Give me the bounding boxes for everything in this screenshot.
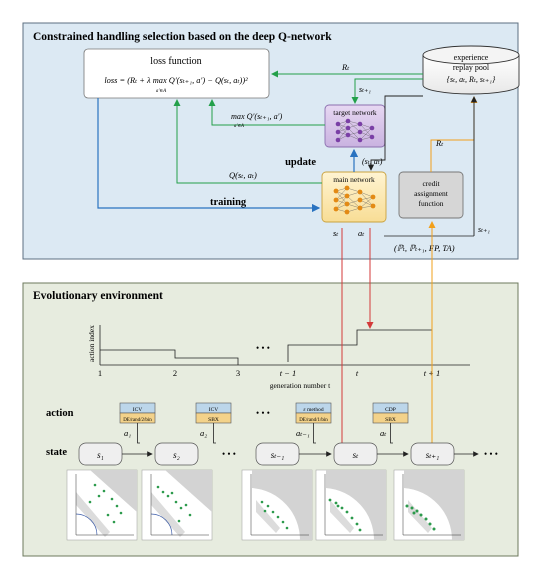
row-label-action: action xyxy=(46,408,74,419)
label-max-q-sub: a′∈A xyxy=(234,124,244,129)
label-update: update xyxy=(285,157,316,168)
state-2-label: s₂ xyxy=(173,450,180,460)
action-2-a: a₂ xyxy=(200,428,207,438)
action-3-a: aₜ₋₁ xyxy=(296,428,310,438)
loss-function-heading: loss function xyxy=(150,56,201,67)
action-2-top: ICV xyxy=(209,407,219,413)
main-network: main network xyxy=(321,171,387,223)
label-metrics: (ℙₜ, ℙₜ₊₁, FP, TA) xyxy=(394,243,455,253)
tick-t-minus-1: t − 1 xyxy=(280,368,297,378)
action-2-bottom: SBX xyxy=(208,417,219,423)
population-thumbnail-5 xyxy=(393,469,465,541)
action-3-top: ε method xyxy=(303,407,323,413)
population-thumbnail-4 xyxy=(315,469,387,541)
step-chart-dots: • • • xyxy=(256,343,270,353)
state-box-2 xyxy=(154,442,199,466)
tick-2: 2 xyxy=(173,368,177,378)
tick-1: 1 xyxy=(98,368,102,378)
action-4-bottom: SBX xyxy=(385,417,396,423)
action-4-top: CDP xyxy=(385,407,396,413)
state-row: s₁ s₂ sₜ₋₁ sₜ sₜ₊₁ • • • • • • xyxy=(78,442,498,466)
action-box-4: CDP SBX xyxy=(372,402,409,424)
state-1-label: s₁ xyxy=(97,450,104,460)
label-max-q: max Q′(sₜ₊₁, a′) xyxy=(231,112,282,121)
loss-formula: loss = (Rₜ + λ max Q′(sₜ₊₁, a′) − Q(sₜ, … xyxy=(104,76,248,85)
label-q-st-at: Q(sₜ, aₜ) xyxy=(229,170,257,180)
credit-line3: function xyxy=(419,199,444,208)
label-st-at: (sₜ, aₜ) xyxy=(362,157,383,166)
tick-t: t xyxy=(356,368,359,378)
step-chart-ylabel: action index xyxy=(87,325,96,362)
action-box-2: ICV SBX xyxy=(195,402,232,424)
pool-label-line1: experience xyxy=(454,53,489,62)
population-thumbnail-2 xyxy=(141,469,213,541)
target-network-label: target network xyxy=(333,108,377,117)
state-5-label: sₜ₊₁ xyxy=(426,450,440,460)
pool-tuple: {sₜ, aₜ, Rₜ, sₜ₊₁} xyxy=(447,75,496,84)
target-network: target network xyxy=(324,104,386,148)
state-dots-mid: • • • xyxy=(222,449,236,459)
state-dots-end: • • • xyxy=(484,449,498,459)
population-thumbnail-3 xyxy=(241,469,313,541)
credit-line2: assignment xyxy=(414,189,449,198)
credit-line1: credit xyxy=(422,179,440,188)
top-panel-title: Constrained handling selection based on … xyxy=(33,31,332,43)
state-4-label: sₜ xyxy=(353,450,360,460)
experience-replay-pool: experience replay pool {sₜ, aₜ, Rₜ, sₜ₊₁… xyxy=(422,45,520,95)
label-training: training xyxy=(210,197,247,208)
label-rt-top: Rₜ xyxy=(341,62,350,72)
population-thumbnail-1 xyxy=(66,469,138,541)
action-1-bottom: DE/rand/2/bin xyxy=(123,418,152,423)
main-network-label: main network xyxy=(333,175,375,184)
label-rt-credit: Rₜ xyxy=(435,138,444,148)
step-chart-xlabel: generation number t xyxy=(270,381,331,390)
label-st-bottom: sₜ xyxy=(333,228,339,238)
state-3-label: sₜ₋₁ xyxy=(271,450,285,460)
label-s-next-right: sₜ₊₁ xyxy=(478,225,490,234)
action-box-3: ε method DE/rand/1/bin xyxy=(295,402,332,424)
action-1-a: a₁ xyxy=(124,428,131,438)
action-dots: • • • xyxy=(256,408,270,418)
loss-function-box xyxy=(83,48,270,99)
pool-label-line2: replay pool xyxy=(453,63,490,72)
action-4-a: aₜ xyxy=(380,428,387,438)
tick-3: 3 xyxy=(236,368,240,378)
loss-formula-sub: a′∈A xyxy=(156,89,167,94)
bottom-panel-title: Evolutionary environment xyxy=(33,290,163,302)
action-down-arrows xyxy=(137,423,393,444)
action-box-1: ICV DE/rand/2/bin xyxy=(119,402,156,424)
action-1-top: ICV xyxy=(133,407,143,413)
label-s-next: sₜ₊₁ xyxy=(359,85,371,94)
action-3-bottom: DE/rand/1/bin xyxy=(299,418,328,423)
row-label-state: state xyxy=(46,447,67,458)
label-at-bottom: aₜ xyxy=(358,228,365,238)
top-panel-arrows xyxy=(97,70,478,237)
